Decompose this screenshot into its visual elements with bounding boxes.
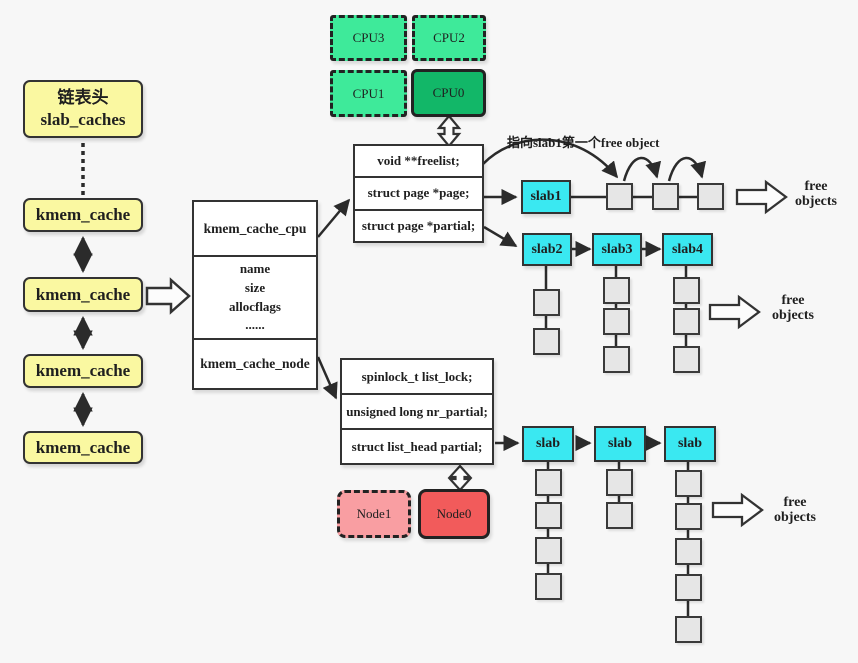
expand-arrow (145, 277, 191, 315)
partial-list-row: struct list_head partial; (351, 438, 483, 454)
free-objects-line1: free (783, 495, 807, 510)
free-object-square (535, 469, 562, 496)
node1-box: Node1 (337, 490, 411, 538)
freelist-hop-arrow (667, 156, 707, 182)
free-object-square (673, 346, 700, 373)
free-objects-line1: free (781, 293, 805, 308)
cpu1-box: CPU1 (330, 70, 407, 117)
free-object-square (606, 469, 633, 496)
cpu0-box: CPU0 (411, 69, 486, 117)
node-slab1-box: slab (522, 426, 574, 462)
node0-box: Node0 (418, 489, 490, 539)
node-slab3-box: slab (664, 426, 716, 462)
field-name: name (239, 260, 271, 276)
free-objects-label: free objects (781, 179, 851, 209)
field-ellipsis: ...... (245, 317, 265, 333)
free-object-square (673, 308, 700, 335)
kmem-cache-fields: name size allocflags ...... (194, 257, 316, 340)
kmem-cache-node-2: kmem_cache (23, 277, 143, 312)
kmem-cache-struct: kmem_cache_cpu name size allocflags ....… (192, 200, 318, 390)
partial-to-slab2-arrow (483, 225, 518, 248)
node0-link-arrow (447, 464, 473, 492)
free-objects-arrow (711, 492, 764, 528)
node-slab2-box: slab (594, 426, 646, 462)
free-objects-line1: free (804, 179, 828, 194)
slab3-box: slab3 (592, 233, 642, 266)
free-objects-label: free objects (760, 495, 830, 525)
free-object-square (603, 308, 630, 335)
free-objects-arrow (735, 179, 788, 215)
free-object-square (603, 346, 630, 373)
partial-row: struct page *partial; (361, 217, 476, 233)
page-row: struct page *page; (355, 178, 482, 211)
free-objects-line2: objects (774, 509, 816, 525)
free-object-square (675, 503, 702, 530)
freelist-row: void **freelist; (355, 146, 482, 179)
free-objects-line2: objects (772, 307, 814, 323)
free-object-square (606, 183, 633, 210)
slab1-box: slab1 (521, 180, 571, 214)
free-object-square (652, 183, 679, 210)
kmem-cache-cpu-field: kmem_cache_cpu (194, 202, 316, 257)
free-object-square (675, 574, 702, 601)
free-object-square (675, 538, 702, 565)
list-lock-row: spinlock_t list_lock; (342, 360, 492, 395)
free-object-square (533, 328, 560, 355)
kmem-cache-node-1: kmem_cache (23, 198, 143, 232)
free-object-square (603, 277, 630, 304)
free-object-square (673, 277, 700, 304)
free-object-square (535, 537, 562, 564)
slab2-box: slab2 (522, 233, 572, 266)
free-objects-line2: objects (795, 193, 837, 209)
node-struct-pointer (316, 356, 338, 400)
free-object-square (535, 573, 562, 600)
free-object-square (675, 616, 702, 643)
freelist-pointer-label: 指向slab1第一个free object (507, 135, 660, 150)
free-object-square (535, 502, 562, 529)
free-object-square (697, 183, 724, 210)
freelist-curve-arrow (482, 138, 619, 179)
kmem-cache-node-4: kmem_cache (23, 431, 143, 464)
free-object-square (533, 289, 560, 316)
kmem-cache-node-3: kmem_cache (23, 354, 143, 388)
cpu2-box: CPU2 (412, 15, 486, 61)
free-objects-label: free objects (758, 293, 828, 323)
cpu0-link-arrow (436, 114, 462, 148)
head-title-cn: 链表头 (57, 87, 109, 107)
nr-partial-row: unsigned long nr_partial; (342, 395, 492, 430)
cpu3-box: CPU3 (330, 15, 407, 61)
field-allocflags: allocflags (229, 298, 281, 314)
kmem-cache-node-field: kmem_cache_node (200, 356, 310, 371)
cpu-struct-pointer (317, 198, 351, 238)
kmem-cache-node-struct: spinlock_t list_lock; unsigned long nr_p… (340, 358, 494, 465)
slab4-box: slab4 (662, 233, 713, 266)
free-object-square (675, 470, 702, 497)
head-title-en: slab_caches (40, 110, 126, 129)
slab-caches-head: 链表头 slab_caches (23, 80, 143, 138)
free-object-square (606, 502, 633, 529)
field-size: size (244, 279, 266, 295)
kmem-cache-cpu-struct: void **freelist; struct page *page; stru… (353, 144, 484, 243)
freelist-hop-arrow (622, 156, 662, 182)
free-objects-arrow (708, 294, 761, 330)
